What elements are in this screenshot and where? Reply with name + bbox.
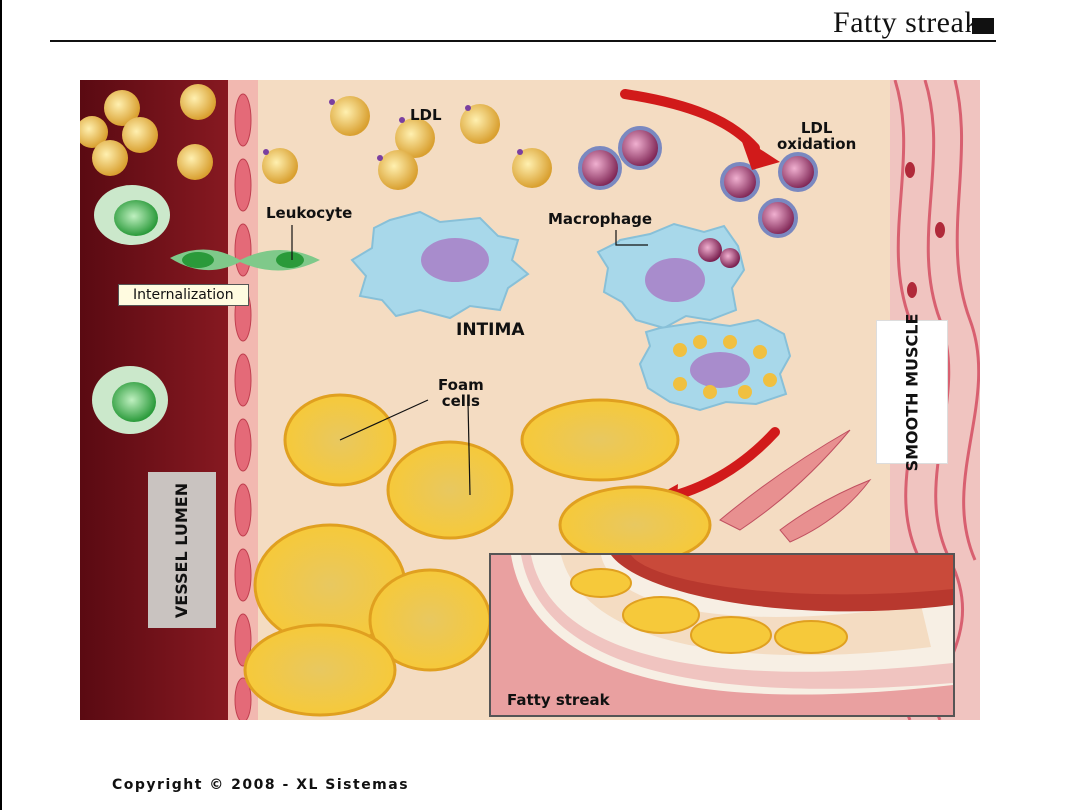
fatty-streak-inset: Fatty streak [489,553,955,717]
fatty-streak-illustration: LDL LDL oxidation Leukocyte Internalizat… [80,80,980,720]
title-divider [50,40,996,42]
inset-artwork [491,555,953,715]
macrophage-nuclei [421,238,750,388]
internalized-ldl [673,335,777,399]
macrophage-label: Macrophage [548,210,653,228]
leukocytes [92,185,320,434]
fatty-streak-inset-label: Fatty streak [507,691,610,709]
oxidized-ldl-particles [578,126,818,238]
left-border [0,0,2,810]
title-bullet-icon [972,18,994,34]
leukocyte-label: Leukocyte [266,204,353,222]
smooth-muscle-label: SMOOTH MUSCLE [902,313,922,471]
migrating-smooth-muscle-cells [719,429,872,543]
ldl-label: LDL [410,106,442,124]
ldl-apoprotein-dots [263,99,523,161]
copyright-notice: Copyright © 2008 - XL Sistemas [112,777,410,793]
smooth-muscle-label-box: SMOOTH MUSCLE [876,313,948,471]
internalized-oxidized-ldl [698,238,740,268]
lumen-ldl-particles [80,84,216,180]
foam-cells [243,393,712,717]
intima-label: INTIMA [456,320,525,340]
foam-cells-label: Foam cells [438,376,484,410]
ldl-oxidation-label: LDL oxidation [777,119,857,153]
illustration-artwork [80,80,980,720]
page-title: Fatty streaks [833,6,992,39]
endothelial-cells [234,93,252,720]
vessel-lumen-label: VESSEL LUMEN [172,482,192,618]
vessel-lumen-label-box: VESSEL LUMEN [148,472,216,628]
internalization-callout: Internalization [118,284,249,306]
intima-ldl-particles [262,96,552,190]
label-leader-lines [291,225,648,496]
